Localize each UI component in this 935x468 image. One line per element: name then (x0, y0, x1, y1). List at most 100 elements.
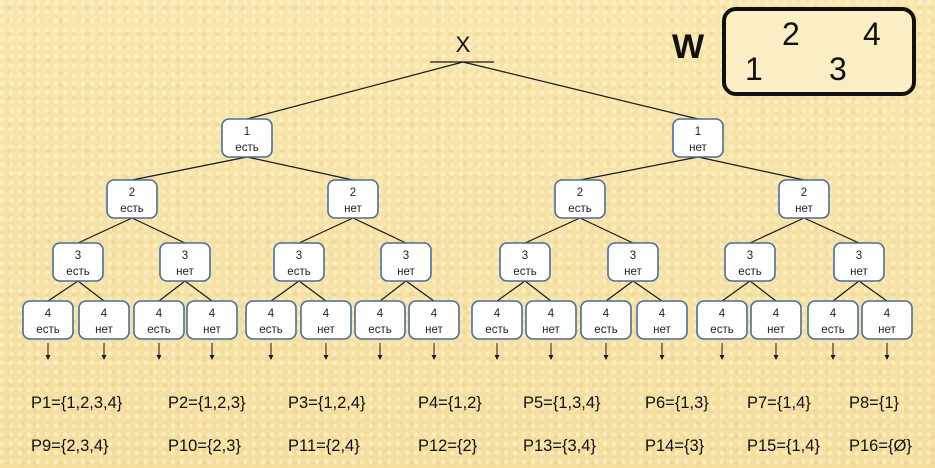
node-number: 1 (244, 126, 250, 138)
node-box (554, 179, 606, 219)
node-box (833, 242, 885, 282)
down-arrow-head (377, 355, 383, 360)
node-box (22, 300, 74, 340)
node-number: 4 (830, 308, 837, 320)
root-label: X (456, 32, 471, 57)
tree-edge (858, 280, 888, 302)
subset-label: P9={2,3,4} (31, 437, 109, 455)
node-label: есть (66, 266, 89, 278)
tree-edge (47, 280, 79, 302)
node-number: 4 (603, 308, 610, 320)
down-arrow-head (494, 355, 500, 360)
down-arrow-head (548, 355, 554, 360)
down-arrow-head (884, 355, 890, 360)
tree-edge (405, 280, 435, 302)
node-label: нет (425, 324, 443, 336)
node-label: есть (513, 266, 536, 278)
subset-label: P14={3} (645, 437, 705, 455)
node-number: 4 (268, 308, 275, 320)
node-number: 4 (773, 308, 780, 320)
node-box (525, 300, 577, 340)
node-box (186, 300, 238, 340)
tree-node-level4: 4 есть (22, 300, 74, 340)
node-number: 4 (45, 308, 52, 320)
node-number: 4 (494, 308, 501, 320)
tree-node-level3: 3 есть (52, 242, 104, 282)
node-number: 4 (323, 308, 330, 320)
node-label: есть (485, 324, 508, 336)
subset-label: P4={1,2} (418, 394, 482, 412)
subset-label: P1={1,2,3,4} (31, 394, 123, 412)
node-label: есть (235, 142, 258, 154)
node-box (273, 242, 325, 282)
node-box (672, 118, 724, 158)
node-label: нет (176, 266, 194, 278)
tree-edge (697, 156, 805, 181)
subset-label: P6={1,3} (645, 394, 709, 412)
node-box (580, 300, 632, 340)
w-set-box (722, 7, 916, 96)
node-number: 4 (101, 308, 108, 320)
node-box (807, 300, 859, 340)
subset-label: P13={3,4} (523, 437, 596, 455)
tree-edge (632, 280, 663, 302)
node-box (52, 242, 104, 282)
tree-edge (605, 280, 634, 302)
node-number: 2 (350, 187, 356, 199)
node-box (245, 300, 297, 340)
node-number: 4 (156, 308, 163, 320)
node-box (159, 242, 211, 282)
node-number: 2 (129, 187, 135, 199)
node-box (499, 242, 551, 282)
tree-edge (352, 217, 407, 244)
subset-label: P11={2,4} (288, 437, 360, 455)
node-number: 3 (75, 250, 81, 262)
w-number-2: 2 (782, 16, 800, 52)
node-label: нет (317, 324, 335, 336)
tree-edge (462, 61, 699, 120)
node-box (300, 300, 352, 340)
tree-edge (721, 280, 751, 302)
node-label: есть (594, 324, 617, 336)
tree-edge (579, 156, 699, 181)
down-arrow-head (101, 355, 107, 360)
node-box (724, 242, 776, 282)
node-label: есть (36, 324, 59, 336)
node-label: нет (878, 324, 896, 336)
w-number-4: 4 (863, 16, 881, 52)
down-arrow-head (603, 355, 609, 360)
down-arrow-head (830, 355, 836, 360)
tree-edge (749, 217, 805, 244)
tree-node-level4: 4 есть (580, 300, 632, 340)
node-label: нет (795, 203, 813, 215)
node-number: 4 (659, 308, 666, 320)
subset-label: P16={Ø} (849, 437, 912, 455)
subset-label: P10={2,3} (168, 437, 241, 455)
node-box (78, 300, 130, 340)
node-label: нет (689, 142, 707, 154)
node-label: нет (850, 266, 868, 278)
tree-node-level4: 4 есть (471, 300, 523, 340)
subset-label: P2={1,2,3} (168, 394, 246, 412)
node-number: 3 (182, 250, 188, 262)
node-box (408, 300, 460, 340)
down-arrow-head (268, 355, 274, 360)
node-box (750, 300, 802, 340)
node-box (861, 300, 913, 340)
node-number: 4 (431, 308, 438, 320)
node-number: 3 (630, 250, 636, 262)
